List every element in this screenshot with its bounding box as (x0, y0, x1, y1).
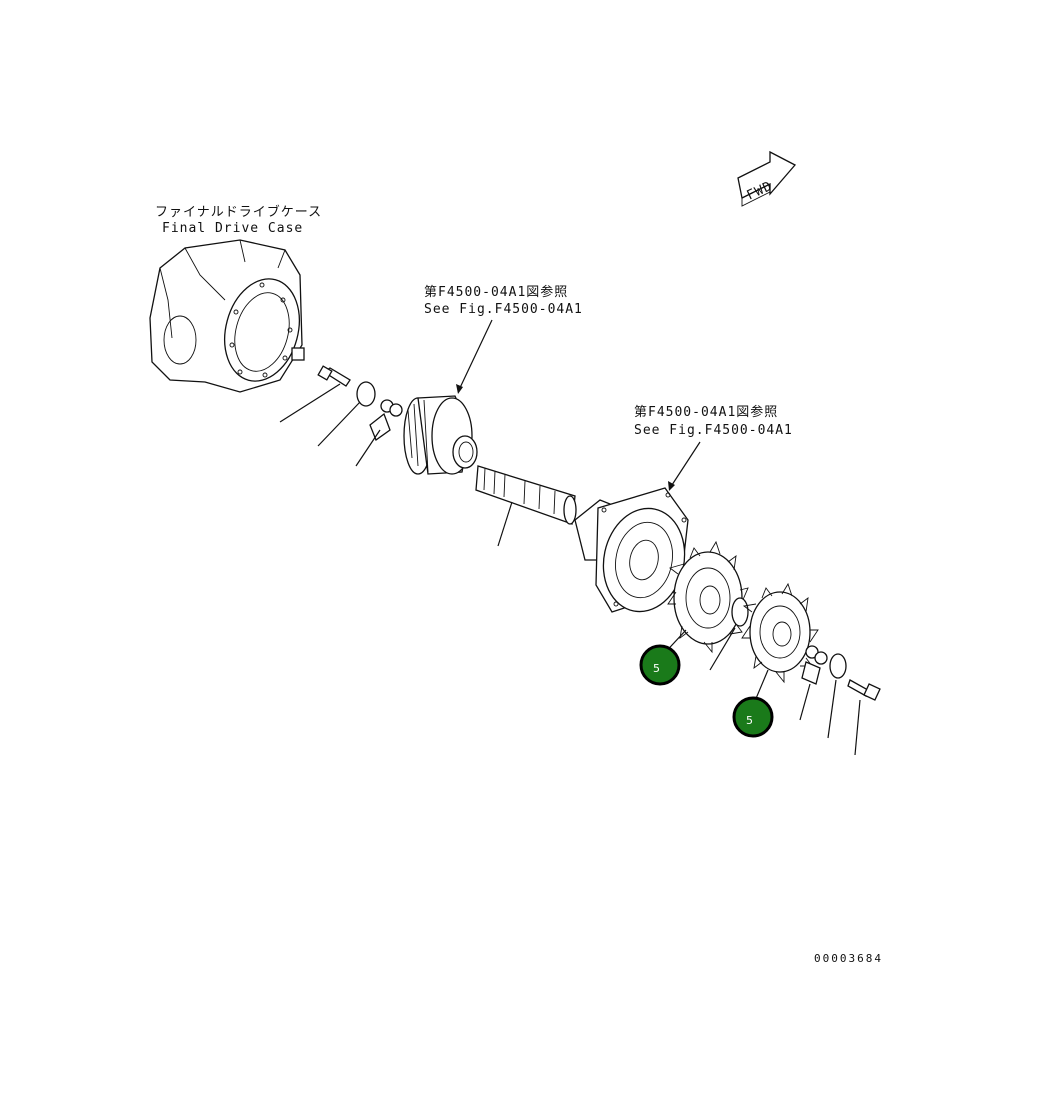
callout-marker-2[interactable]: 5 (732, 696, 774, 738)
final-drive-case-label-jp: ファイナルドライブケース (155, 204, 322, 220)
right-washer (829, 653, 847, 679)
right-bolt (847, 679, 881, 701)
left-lock-plate (369, 399, 403, 442)
left-washer (356, 381, 376, 407)
sprocket-segment-2 (741, 582, 819, 684)
ref1-leader (457, 319, 493, 393)
ref1-arrowhead (456, 384, 463, 394)
ref1-label-jp: 第F4500-04A1図参照 (424, 284, 568, 300)
final-drive-case (149, 239, 305, 393)
callout-marker-1[interactable]: 5 (639, 644, 681, 686)
leader-right-lock (799, 683, 811, 721)
left-bolt (317, 365, 351, 387)
leader-shaft (497, 501, 513, 547)
sprocket-segment-1 (667, 540, 749, 654)
final-drive-case-label-en: Final Drive Case (162, 221, 303, 236)
leader-left-washer (317, 401, 361, 447)
ref1-label-en: See Fig.F4500-04A1 (424, 302, 583, 317)
right-lock-plate (801, 645, 828, 685)
svg-text:5: 5 (653, 662, 660, 675)
ref2-arrowhead (668, 481, 675, 491)
figure-number: 00003684 (814, 952, 883, 965)
fwd-arrow-icon: FWD (737, 150, 797, 207)
ref2-label-jp: 第F4500-04A1図参照 (634, 404, 778, 420)
leader-left-lock (355, 429, 381, 467)
drive-shaft (475, 465, 577, 525)
sprocket-hub (574, 487, 689, 613)
leader-left-bolt (279, 383, 341, 423)
seal-ring (731, 597, 749, 627)
leader-right-bolt (854, 699, 861, 756)
planetary-carrier (403, 395, 478, 475)
leader-right-washer (827, 679, 837, 739)
leader-seal-ring (709, 627, 736, 671)
ref2-label-en: See Fig.F4500-04A1 (634, 423, 793, 438)
svg-text:5: 5 (746, 714, 753, 727)
ref2-leader (669, 441, 701, 489)
